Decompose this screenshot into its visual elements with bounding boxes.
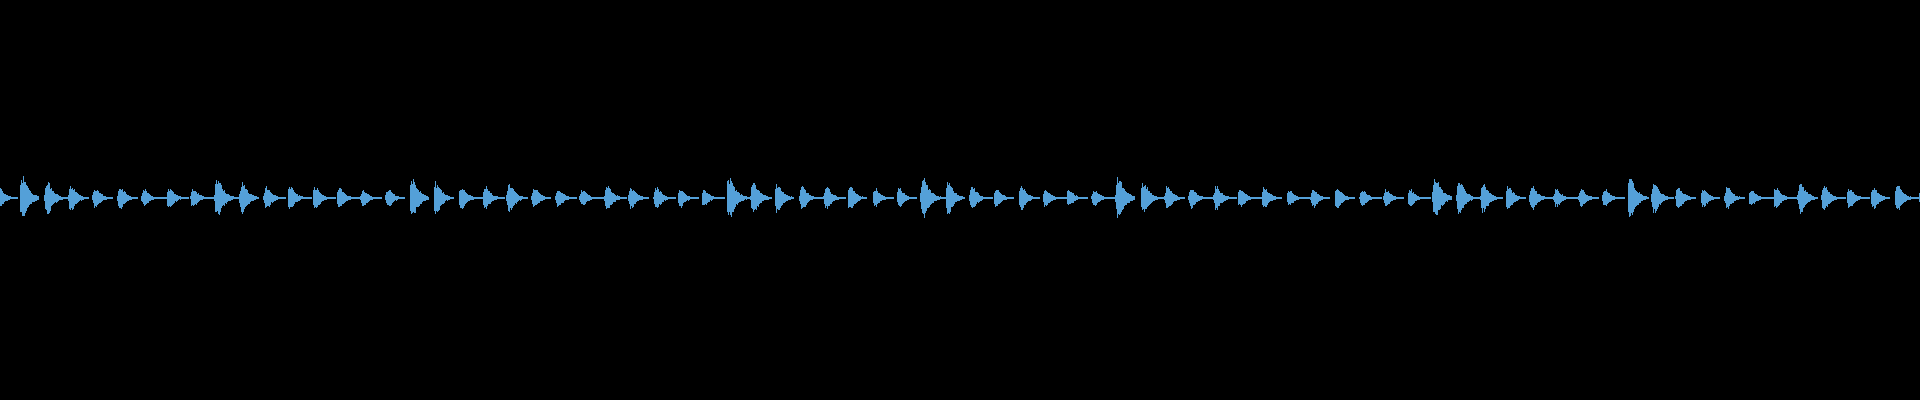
waveform-transient: [1847, 189, 1870, 208]
waveform-transient: [1067, 190, 1088, 205]
waveform-transient: [1164, 186, 1185, 208]
waveform-transient: [702, 190, 725, 205]
waveform-transient: [823, 187, 846, 209]
waveform-transient: [506, 184, 528, 212]
waveform-transient: [68, 186, 89, 210]
waveform-transient: [1578, 189, 1599, 207]
waveform-transient: [117, 189, 138, 209]
waveform-transient: [1213, 186, 1237, 210]
waveform-transient: [873, 188, 894, 207]
waveform-transient: [1141, 183, 1166, 212]
waveform-transient: [1383, 189, 1404, 206]
waveform-transient: [313, 187, 336, 208]
waveform-transient: [288, 187, 312, 209]
waveform-transient: [1724, 187, 1745, 209]
waveform-transient: [994, 190, 1014, 207]
waveform-transient: [1675, 188, 1696, 208]
waveform-transient: [92, 190, 113, 208]
waveform-transient: [1797, 184, 1818, 214]
waveform-transient: [385, 190, 405, 206]
waveform-transient: [848, 187, 867, 208]
waveform-transient: [1262, 187, 1282, 207]
waveform-transient: [1359, 191, 1382, 206]
waveform-transient: [628, 188, 649, 209]
waveform-transient: [141, 189, 167, 206]
waveform-transient: [1628, 179, 1649, 217]
waveform-transient: [482, 186, 505, 209]
waveform-transient: [531, 189, 551, 207]
waveform-transient: [337, 188, 362, 207]
waveform-transient: [897, 188, 917, 207]
waveform-transient: [1895, 186, 1920, 210]
waveform-transient: [775, 184, 794, 213]
waveform-transient: [1019, 186, 1040, 210]
waveform-transient: [459, 189, 484, 209]
waveform-transient: [579, 190, 605, 205]
waveform-transient: [1043, 190, 1068, 207]
waveform-transient: [1115, 177, 1135, 218]
waveform-transient: [44, 182, 68, 214]
waveform-transient: [1774, 188, 1799, 208]
waveform-transient: [434, 181, 454, 214]
waveform-transient: [604, 186, 627, 209]
waveform-transient: [410, 179, 429, 214]
waveform-transient: [750, 183, 772, 212]
waveform-transient: [1701, 190, 1720, 207]
waveform-transient: [1602, 189, 1625, 206]
waveform-transient: [190, 189, 214, 206]
waveform-transient: [1821, 186, 1846, 210]
waveform-transient: [946, 182, 965, 214]
waveform-transient: [1188, 190, 1213, 209]
waveform-transient: [1091, 191, 1115, 206]
waveform-transient: [214, 180, 239, 215]
waveform-transient: [1480, 184, 1503, 213]
waveform-transient: [678, 190, 699, 208]
waveform-transient: [1871, 188, 1890, 209]
waveform-transient: [653, 187, 676, 208]
waveform-transient: [0, 188, 18, 209]
waveform-transient: [239, 182, 259, 214]
waveform-transient: [20, 176, 39, 216]
waveform-transient: [969, 187, 993, 208]
waveform-transient: [1749, 191, 1774, 205]
waveform-transient: [1651, 184, 1674, 213]
waveform-transient: [920, 178, 946, 218]
waveform-transient: [1506, 186, 1526, 209]
waveform-transient: [555, 191, 577, 207]
waveform-transient: [727, 178, 751, 217]
waveform-transient: [360, 190, 382, 206]
waveform-transient: [1408, 189, 1431, 206]
waveform-transient: [1432, 179, 1452, 215]
waveform-transient: [1310, 190, 1330, 208]
waveform-transient: [1553, 189, 1579, 207]
waveform-transient: [1529, 186, 1555, 210]
waveform-transient: [263, 186, 286, 208]
waveform-transient: [799, 186, 823, 209]
waveform-transient: [1287, 191, 1312, 205]
waveform-transient: [1238, 190, 1263, 207]
waveform-transient: [1335, 189, 1355, 208]
waveform-transient: [167, 189, 189, 207]
waveform-transient: [1456, 183, 1480, 214]
